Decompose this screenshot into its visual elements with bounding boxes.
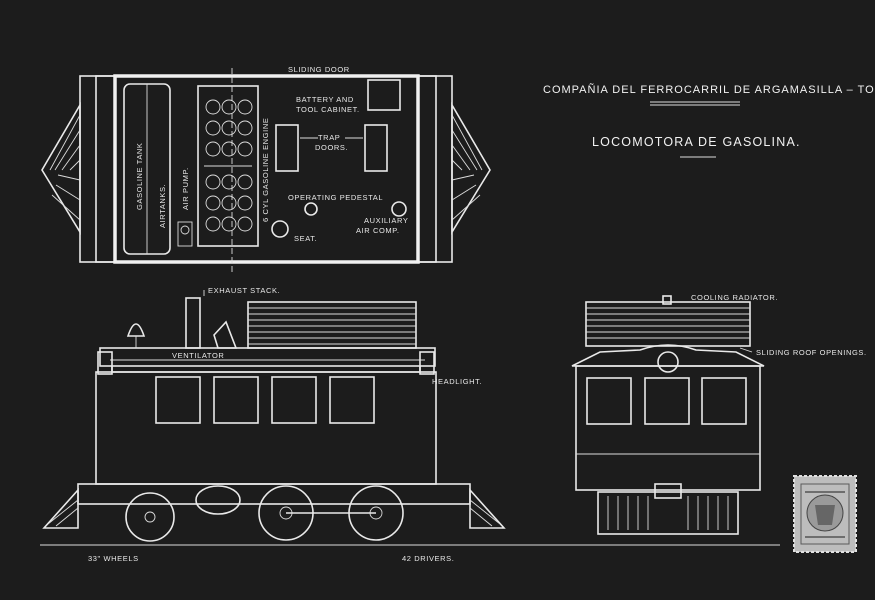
side-radiator-slats [248,307,416,345]
trap-door-right [364,124,388,172]
side-roof [99,347,436,367]
auxiliary-air-compressor [391,201,407,217]
bell [126,323,146,337]
side-tank [195,485,241,515]
end-pilot-slats [607,496,729,530]
label-exhaust-stack: EXHAUST STACK. [208,286,280,295]
label-operating-pedestal: OPERATING PEDESTAL [288,193,383,202]
engine-cylinders [204,99,253,232]
label-air-pump: AIR PUMP. [181,167,190,210]
plan-right-pilot [451,102,491,235]
side-window-4 [329,376,375,424]
label-airtanks: AIRTANKS. [158,184,167,228]
side-headlight [419,351,435,375]
seat [271,220,289,238]
plan-view: SLIDING DOOR BATTERY AND TOOL CABINET. T… [41,65,491,272]
end-roof [571,344,765,367]
side-right-pilot [469,487,506,529]
side-ventilator-flap [213,320,238,349]
label-battery-1: BATTERY AND [296,95,354,104]
title-company: COMPAÑIA DEL FERROCARRIL DE ARGAMASILLA … [543,83,875,96]
side-frame [77,483,471,505]
plan-right-pilot-slats [451,114,483,221]
end-body [575,365,761,491]
end-radiator [585,301,751,347]
label-battery-2: TOOL CABINET. [296,105,360,114]
label-seat: SEAT. [294,234,317,243]
cab-walls [113,74,420,264]
side-window-2 [213,376,259,424]
label-sliding-roof: SLIDING ROOF OPENINGS. [756,348,867,357]
revenue-stamp [793,475,857,553]
label-auxiliary-2: AIR COMP. [356,226,400,235]
label-gasoline-tank: GASOLINE TANK [135,142,144,210]
end-buffer-beam [597,491,739,535]
side-cab-body [95,371,437,485]
label-wheels: 33" WHEELS [88,554,139,563]
side-view: EXHAUST STACK. VENTILATOR HEADLIGHT. 33"… [40,286,565,563]
gasoline-engine [197,85,259,247]
battery-cabinet [367,79,401,111]
end-radiator-slats [586,307,750,339]
air-pump [177,221,193,247]
label-trap-1: TRAP [318,133,340,142]
side-window-1 [155,376,201,424]
label-engine: 6 CYL GASOLINE ENGINE [261,118,270,222]
side-wheel-1 [125,492,175,542]
label-auxiliary-1: AUXILIARY [364,216,408,225]
exhaust-stack [185,297,201,349]
side-rear-light [97,351,113,375]
trap-door-left [275,124,299,172]
title-block: COMPAÑIA DEL FERROCARRIL DE ARGAMASILLA … [543,83,875,158]
end-window-3 [701,377,747,425]
end-headlight [657,351,679,373]
label-cooling-radiator: COOLING RADIATOR. [691,293,778,302]
end-window-2 [644,377,690,425]
plan-left-pilot-slats [49,114,81,221]
side-left-pilot [42,487,79,529]
label-trap-2: DOORS. [315,143,348,152]
plan-left-pilot [41,102,81,235]
operating-pedestal [304,202,318,216]
label-ventilator: VENTILATOR [172,351,224,360]
end-view: COOLING RADIATOR. SLIDING ROOF OPENINGS. [565,293,867,546]
side-radiator [247,301,417,349]
label-sliding-door: SLIDING DOOR [288,65,350,74]
title-subtitle: LOCOMOTORA DE GASOLINA. [592,135,801,149]
label-drivers: 42 DRIVERS. [402,554,454,563]
side-window-3 [271,376,317,424]
label-headlight: HEADLIGHT. [432,377,482,386]
end-coupler [654,483,682,499]
end-window-1 [586,377,632,425]
